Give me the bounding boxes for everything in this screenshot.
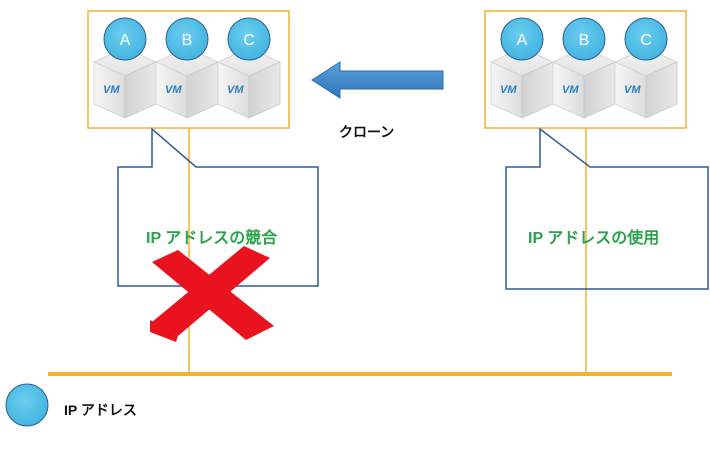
vm-label: VM: [103, 84, 120, 96]
vm-cube-icon: [155, 47, 219, 119]
left-callout-bubble: [117, 127, 319, 287]
right-callout-text: IP アドレスの使用: [528, 230, 660, 247]
ip-address-circle-icon: [227, 17, 271, 61]
conflict-cross-icon: [150, 246, 274, 342]
vm-label: VM: [624, 84, 641, 96]
right-vm-group-frame: [484, 10, 687, 129]
left-vm-group: VM A VM B VM C: [93, 17, 281, 119]
vm-label: VM: [500, 84, 517, 96]
ip-address-circle-icon: [500, 17, 544, 61]
ip-address-letter: A: [120, 32, 131, 49]
left-callout-text: IP アドレスの競合: [146, 230, 278, 247]
clone-label: クローン: [339, 124, 395, 140]
ip-address-letter: C: [243, 32, 255, 49]
vm-label: VM: [165, 84, 182, 96]
ip-address-letter: C: [640, 32, 652, 49]
legend-ip-address-circle-icon: [5, 383, 49, 427]
vm-a: VM A: [93, 17, 157, 119]
vm-label: VM: [562, 84, 579, 96]
vm-label: VM: [227, 84, 244, 96]
vm-cube-icon: [217, 47, 281, 119]
vm-cube-icon: [552, 47, 616, 119]
left-vm-group-frame: [87, 10, 290, 129]
vm-c: VM C: [217, 17, 281, 119]
ip-address-circle-icon: [624, 17, 668, 61]
right-vm-group: VM A VM B VM C: [490, 17, 678, 119]
vm-cube-icon: [614, 47, 678, 119]
ip-address-letter: A: [517, 32, 528, 49]
ip-address-circle-icon: [562, 17, 606, 61]
vm-c: VM C: [614, 17, 678, 119]
vm-b: VM B: [155, 17, 219, 119]
ip-address-letter: B: [579, 32, 590, 49]
ip-address-circle-icon: [103, 17, 147, 61]
right-callout-bubble: [505, 127, 709, 290]
ip-address-circle-icon: [165, 17, 209, 61]
clone-arrow: [311, 61, 444, 99]
ip-address-letter: B: [182, 32, 193, 49]
vm-a: VM A: [490, 17, 554, 119]
legend-label: IP アドレス: [64, 402, 137, 418]
vm-cube-icon: [490, 47, 554, 119]
vm-b: VM B: [552, 17, 616, 119]
